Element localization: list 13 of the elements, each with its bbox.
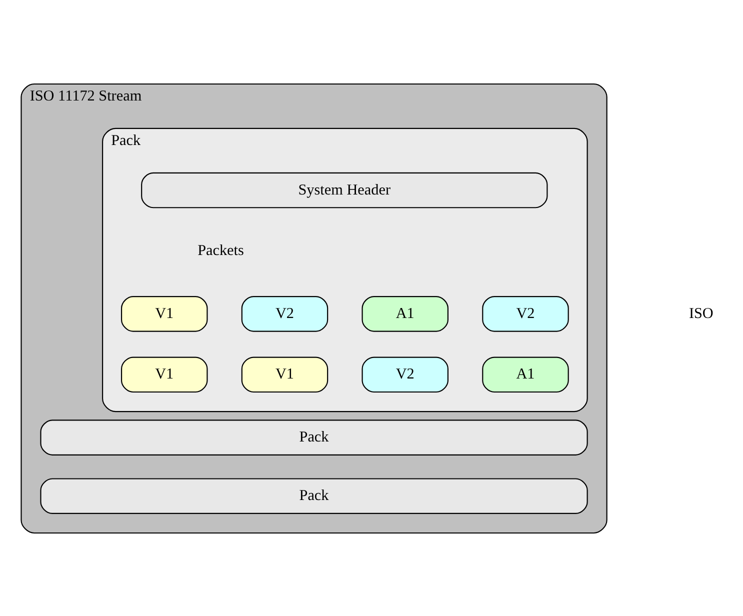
node-box: A1 xyxy=(482,356,569,392)
node-box: V1 xyxy=(120,296,208,332)
node-box: V1 xyxy=(241,356,328,392)
label: Packets xyxy=(198,242,244,259)
node-box: V2 xyxy=(482,296,569,332)
node-box: V1 xyxy=(120,356,208,392)
node-box: Pack xyxy=(40,419,588,455)
node-box: V2 xyxy=(241,296,328,332)
node-box: V2 xyxy=(362,356,448,392)
node-box: Pack xyxy=(40,478,588,514)
label: ISO xyxy=(688,304,714,322)
node-box: A1 xyxy=(362,296,448,332)
node-box: System Header xyxy=(141,172,548,208)
